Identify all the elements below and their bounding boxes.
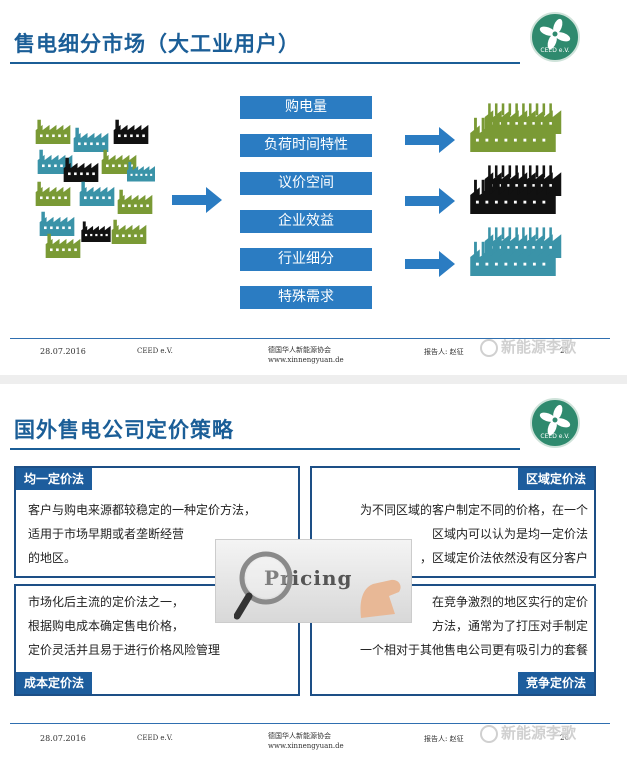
hand-icon [360,579,401,618]
footer-rule [10,723,610,724]
slide-separator [0,375,627,384]
box-line: 为不同区域的客户制定不同的价格，在一个 [359,503,588,517]
factory-icon [470,165,562,214]
factor-industry-segment: 行业细分 [240,248,372,271]
box-regional-pricing: 区域定价法 为不同区域的客户制定不同的价格，在一个 区域内可以认为是均一定价法 … [310,466,596,578]
box-heading: 区域定价法 [517,468,594,490]
slide-pricing-strategy: 国外售电公司定价策略 CEED e.V. 均一定价法 客户与购电来源都较稳定的一… [0,384,627,761]
box-line: 客户与购电来源都较稳定的一种定价方法， [28,503,257,517]
wechat-icon [480,338,498,357]
box-line: 适用于市场早期或者垄断经营 [28,527,185,541]
box-cost-pricing: 市场化后主流的定价法之一， 根据购电成本确定售电价格， 定价灵活并且易于进行价格… [14,584,300,696]
ceed-logo: CEED e.V. [530,12,580,62]
factor-load-time: 负荷时间特性 [240,134,372,157]
footer-page-number: 25 [560,347,569,355]
factory-icon [35,119,155,258]
slide2-title: 国外售电公司定价策略 [14,418,234,442]
footer-reporter: 报告人: 赵征 [424,348,464,356]
box-line: 在竞争激烈的地区实行的定价 [431,595,588,609]
factory-icon [470,227,562,276]
box-line: ，区域定价法依然没有区分客户 [419,551,588,565]
box-line: 市场化后主流的定价法之一， [28,595,185,609]
title-rule [10,448,520,450]
ceed-logo: CEED e.V. [530,398,580,448]
box-line: 方法，通常为了打压对手制定 [431,619,588,633]
footer-date: 28.07.2016 [40,347,86,356]
box-body: 市场化后主流的定价法之一， 根据购电成本确定售电价格， 定价灵活并且易于进行价格… [28,590,220,662]
box-line: 定价灵活并且易于进行价格风险管理 [28,643,221,657]
arrow-right-icon [405,251,455,277]
watermark: 新能源李歌 [480,336,576,357]
box-line: 一个相对于其他售电公司更有吸引力的套餐 [359,643,588,657]
factor-purchase-volume: 购电量 [240,96,372,119]
footer-date: 28.07.2016 [40,734,86,743]
box-body: 在竞争激烈的地区实行的定价 方法，通常为了打压对手制定 一个相对于其他售电公司更… [318,590,588,662]
footer-url: www.xinnengyuan.de [268,356,344,364]
box-heading: 成本定价法 [16,672,93,694]
logo-text: CEED e.V. [540,433,570,440]
footer-org: CEED e.V. [137,347,173,355]
slide1-title: 售电细分市场（大工业用户） [14,32,300,56]
box-body: 为不同区域的客户制定不同的价格，在一个 区域内可以认为是均一定价法 ，区域定价法… [322,498,588,570]
box-line: 区域内可以认为是均一定价法 [431,527,588,541]
slide-market-segments: 售电细分市场（大工业用户） CEED e.V. 购电量 负荷时间特性 议价空 [0,0,627,375]
watermark-text: 新能源李歌 [501,338,577,356]
arrow-right-icon [172,187,222,213]
factor-bargaining: 议价空间 [240,172,372,195]
pricing-label: Pricing [264,566,353,590]
factor-enterprise-benefit: 企业效益 [240,210,372,233]
wechat-icon [480,724,498,743]
footer-org: CEED e.V. [137,734,173,742]
footer-association: 德国华人新能源协会 [268,346,331,354]
arrow-right-icon [405,127,455,153]
arrow-right-icon [405,188,455,214]
watermark: 新能源李歌 [480,722,576,743]
box-heading: 竞争定价法 [517,672,594,694]
footer-rule [10,338,610,339]
footer-page-number: 26 [560,734,569,742]
pricing-image: Pricing [215,539,412,623]
watermark-text: 新能源李歌 [501,724,577,742]
footer-url: www.xinnengyuan.de [268,742,344,750]
mixed-factories [35,118,155,258]
title-rule [10,62,520,64]
box-uniform-pricing: 均一定价法 客户与购电来源都较稳定的一种定价方法， 适用于市场早期或者垄断经营 … [14,466,300,578]
box-line: 根据购电成本确定售电价格， [28,619,185,633]
factory-icon [470,103,562,152]
footer-association: 德国华人新能源协会 [268,732,331,740]
magnifier-icon [234,551,293,620]
factor-special-demand: 特殊需求 [240,286,372,309]
footer-reporter: 报告人: 赵征 [424,735,464,743]
box-line: 的地区。 [28,551,77,565]
box-heading: 均一定价法 [16,468,93,490]
logo-text: CEED e.V. [540,47,570,54]
box-body: 客户与购电来源都较稳定的一种定价方法， 适用于市场早期或者垄断经营 的地区。 [28,498,256,570]
